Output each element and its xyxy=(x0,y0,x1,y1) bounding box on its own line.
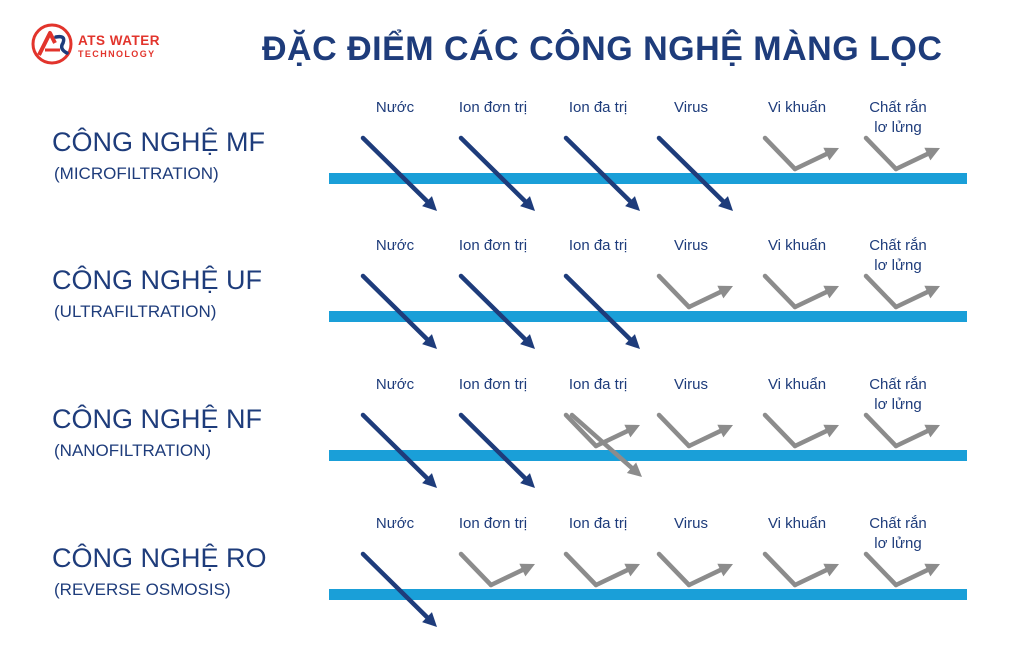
category-label: Virus xyxy=(674,237,708,254)
technology-row: CÔNG NGHỆ RO (REVERSE OSMOSIS) Nước Ion đơn… xyxy=(0,506,1024,646)
ats-logo-icon xyxy=(31,23,73,65)
technology-name: CÔNG NGHỆ RO xyxy=(52,543,267,573)
category-label: Virus xyxy=(674,515,708,532)
logo-text-line2: TECHNOLOGY xyxy=(78,49,156,59)
membrane-bar xyxy=(329,311,967,322)
rejection-arrow-icon xyxy=(863,412,940,449)
category-label: Ion đa trị xyxy=(568,99,628,116)
rejection-arrow-icon xyxy=(863,135,940,172)
category-label: Ion đơn trị xyxy=(458,376,528,393)
technology-name: CÔNG NGHỆ UF xyxy=(52,265,263,295)
technology-name: CÔNG NGHỆ MF xyxy=(52,127,265,157)
category-label: Vi khuẩn xyxy=(767,376,827,393)
technology-row: CÔNG NGHỆ UF (ULTRAFILTRATION) Nước Ion đơn… xyxy=(0,228,1024,368)
rejection-arrow-icon xyxy=(656,273,733,310)
flow-arrows xyxy=(360,551,940,627)
category-label: Virus xyxy=(674,376,708,393)
rejection-arrow-icon xyxy=(656,551,733,588)
rejection-arrow-icon xyxy=(863,551,940,588)
rejection-arrow-icon xyxy=(762,135,839,172)
category-label: Nước xyxy=(375,99,415,116)
rejection-arrow-icon xyxy=(762,273,839,310)
category-label: Vi khuẩn xyxy=(767,99,827,116)
technology-row: CÔNG NGHỆ NF (NANOFILTRATION) Nước Ion đơn … xyxy=(0,367,1024,507)
category-label: Virus xyxy=(674,99,708,116)
pass-through-arrow-icon xyxy=(458,412,535,488)
pass-through-arrow-icon xyxy=(360,135,437,211)
rejection-arrow-icon xyxy=(656,412,733,449)
category-label: Ion đơn trị xyxy=(458,237,528,254)
category-label: Nước xyxy=(375,376,415,393)
category-label: Ion đa trị xyxy=(568,376,628,393)
technology-subtitle: (NANOFILTRATION) xyxy=(54,441,212,460)
membrane-bar xyxy=(329,589,967,600)
rejection-arrow-icon xyxy=(762,551,839,588)
category-label: Nước xyxy=(375,237,415,254)
flow-arrows xyxy=(360,135,940,211)
logo-text-line1: ATS WATER xyxy=(78,33,160,48)
category-label: Vi khuẩn xyxy=(767,237,827,254)
flow-arrows xyxy=(360,273,940,349)
partial-pass-arrow-icon xyxy=(569,412,642,477)
pass-through-arrow-icon xyxy=(563,135,640,211)
membrane-bar xyxy=(329,173,967,184)
technology-subtitle: (ULTRAFILTRATION) xyxy=(54,302,217,321)
pass-through-arrow-icon xyxy=(458,135,535,211)
rejection-arrow-icon xyxy=(762,412,839,449)
pass-through-arrow-icon xyxy=(656,135,733,211)
technology-subtitle: (REVERSE OSMOSIS) xyxy=(54,580,231,599)
rejection-arrow-icon xyxy=(458,551,535,588)
pass-through-arrow-icon xyxy=(458,273,535,349)
pass-through-arrow-icon xyxy=(360,412,437,488)
flow-arrows xyxy=(360,412,940,488)
category-label: Vi khuẩn xyxy=(767,515,827,532)
pass-through-arrow-icon xyxy=(360,273,437,349)
membrane-bar xyxy=(329,450,967,461)
pass-through-arrow-icon xyxy=(563,273,640,349)
category-label: Ion đa trị xyxy=(568,237,628,254)
category-label: Nước xyxy=(375,515,415,532)
company-logo: ATS WATER TECHNOLOGY xyxy=(30,22,180,72)
page-title: ĐẶC ĐIỂM CÁC CÔNG NGHỆ MÀNG LỌC xyxy=(262,30,943,68)
technology-subtitle: (MICROFILTRATION) xyxy=(54,164,219,183)
rejection-arrow-icon xyxy=(563,551,640,588)
rejection-arrow-icon xyxy=(863,273,940,310)
technology-name: CÔNG NGHỆ NF xyxy=(52,404,263,434)
category-label: Ion đơn trị xyxy=(458,99,528,116)
category-label: Ion đơn trị xyxy=(458,515,528,532)
pass-through-arrow-icon xyxy=(360,551,437,627)
category-label: Ion đa trị xyxy=(568,515,628,532)
technology-row: CÔNG NGHỆ MF (MICROFILTRATION) Nước Ion đơn… xyxy=(0,90,1024,230)
